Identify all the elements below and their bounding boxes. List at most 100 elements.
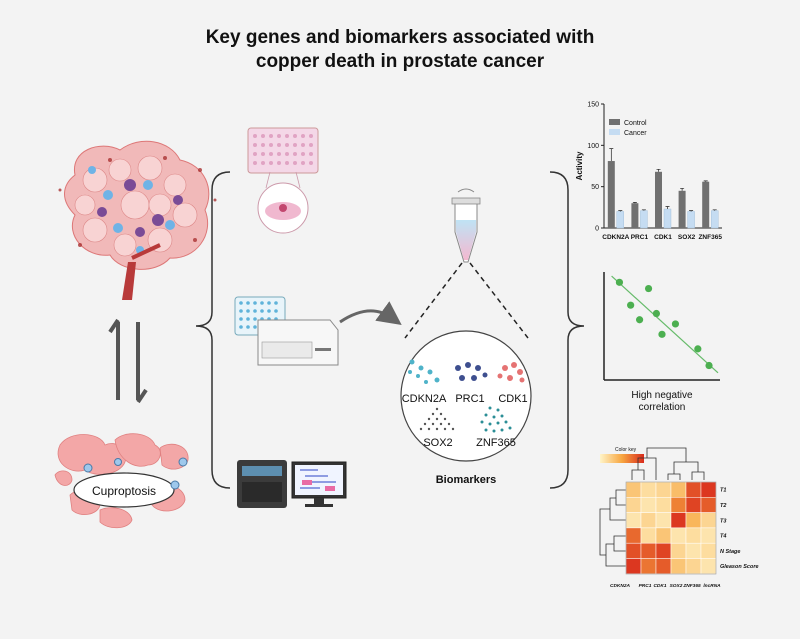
right-brace: [549, 171, 585, 489]
heatmap-col-label: ZNF365: [682, 583, 701, 589]
correlation-trendline: [611, 275, 719, 374]
figure-title: Key genes and biomarkers associated with…: [150, 26, 650, 74]
scatter-point: [658, 330, 666, 338]
biomarker-circle: [400, 330, 532, 462]
cuproptosis-label: Cuproptosis: [92, 484, 156, 498]
cdkn2a-dots: [408, 359, 440, 384]
error-bar: [712, 209, 717, 211]
scatter-point: [644, 284, 653, 293]
legend-swatch-control: [609, 119, 620, 125]
heatmap-cell: [685, 527, 702, 544]
bar-ytick-label: 50: [591, 184, 599, 191]
error-bar: [641, 209, 646, 211]
process-arrow: [339, 301, 402, 326]
bar-control-prc1: [631, 203, 639, 228]
heatmap-cell: [640, 558, 657, 575]
correlation-label-1: High negative: [631, 390, 693, 401]
heatmap-col-label: CDKN2A: [610, 583, 631, 589]
biomarkers-label: Biomarkers: [436, 474, 497, 486]
heatmap-cell: [625, 512, 642, 529]
color-key-title: Color key: [615, 447, 637, 453]
bar-ytick-label: 150: [587, 102, 599, 109]
bar-xlabel-cdkn2a: CDKN2A: [602, 234, 629, 241]
cuproptosis-badge: [73, 472, 175, 508]
cdk1-dots: [497, 362, 525, 383]
legend-swatch-cancer: [609, 129, 620, 135]
bar-control-sox2: [678, 190, 686, 228]
scatter-point: [615, 278, 624, 286]
heatmap-col-label: SOX2: [670, 583, 683, 589]
gene-label-prc1: PRC1: [455, 393, 484, 405]
bar-control-cdk1: [655, 171, 662, 228]
cuproptosis-illustration: Cuproptosis: [54, 433, 189, 529]
bar-cancer-cdkn2a: [616, 211, 624, 229]
centrifuge-tube: [451, 188, 481, 263]
gene-label-sox2: SOX2: [423, 437, 452, 449]
bar-ytick-label: 0: [595, 226, 599, 233]
scatter-point: [694, 345, 702, 353]
correlation-label-2: correlation: [639, 402, 686, 413]
heatmap-col-label: lncRNA: [703, 583, 721, 589]
bar-chart-ylabel: Activity: [575, 151, 584, 180]
bar-xlabel-sox2: SOX2: [678, 234, 696, 241]
scatter-point: [671, 320, 680, 328]
bar-xlabel-cdk1: CDK1: [654, 234, 672, 241]
plate-reader-illustration: [234, 296, 339, 366]
heatmap-cell: [655, 542, 672, 559]
legend-label-cancer: Cancer: [624, 130, 647, 137]
left-brace: [195, 171, 231, 489]
error-bar: [689, 210, 694, 212]
heatmap-cell: [625, 558, 642, 575]
heatmap-col-label: PRC1: [639, 583, 652, 589]
legend-label-control: Control: [624, 120, 647, 127]
error-bar: [609, 148, 614, 162]
bar-ytick-label: 100: [587, 143, 599, 150]
bar-cancer-sox2: [687, 211, 695, 229]
heatmap-cell: [700, 542, 717, 559]
heatmap-cell: [685, 542, 702, 559]
heatmap-cell: [655, 497, 672, 513]
scatter-point: [705, 361, 713, 370]
bar-xlabel-prc1: PRC1: [631, 234, 649, 241]
prc1-dots: [455, 362, 488, 381]
gene-label-cdkn2a: CDKN2A: [402, 393, 447, 405]
error-bar: [656, 168, 661, 172]
error-bar: [703, 180, 708, 182]
heatmap-row-label: T3: [720, 518, 726, 524]
heatmap-cell: [670, 497, 687, 513]
bar-cancer-cdk1: [663, 208, 672, 229]
heatmap-cell: [700, 497, 717, 513]
heatmap-cell: [640, 542, 657, 559]
scatter-point: [652, 309, 661, 318]
zoom-lines: [404, 262, 529, 339]
heatmap-cell: [700, 558, 717, 575]
bar-control-znf365: [702, 181, 710, 228]
gene-label-cdk1: CDK1: [498, 393, 527, 405]
heatmap-cell: [640, 481, 657, 498]
heatmap-row-label: T4: [720, 534, 726, 540]
heatmap-cell: [670, 527, 687, 544]
title-line-1: Key genes and biomarkers associated with: [205, 27, 595, 48]
tumor-illustration: [58, 140, 217, 300]
heatmap-cell: [640, 527, 657, 544]
heatmap-cell: [685, 497, 702, 513]
heatmap-cell: [625, 481, 642, 498]
scatter-point: [636, 316, 644, 324]
heatmap-cell: [670, 481, 687, 498]
znf365-dots: [480, 406, 512, 433]
bar-control-cdkn2a: [607, 161, 615, 228]
heatmap-cell: [685, 558, 702, 575]
heatmap-cell: [670, 558, 687, 575]
correlation-plot: High negative correlation: [603, 272, 720, 413]
heatmap-cell: [655, 512, 672, 529]
heatmap-cell: [655, 527, 672, 544]
error-bar: [665, 206, 670, 209]
sox2-dots: [419, 407, 455, 431]
scatter-point: [627, 301, 635, 309]
heatmap-cell: [625, 527, 642, 544]
heatmap-cell: [685, 481, 702, 498]
heatmap-cell: [700, 481, 717, 498]
